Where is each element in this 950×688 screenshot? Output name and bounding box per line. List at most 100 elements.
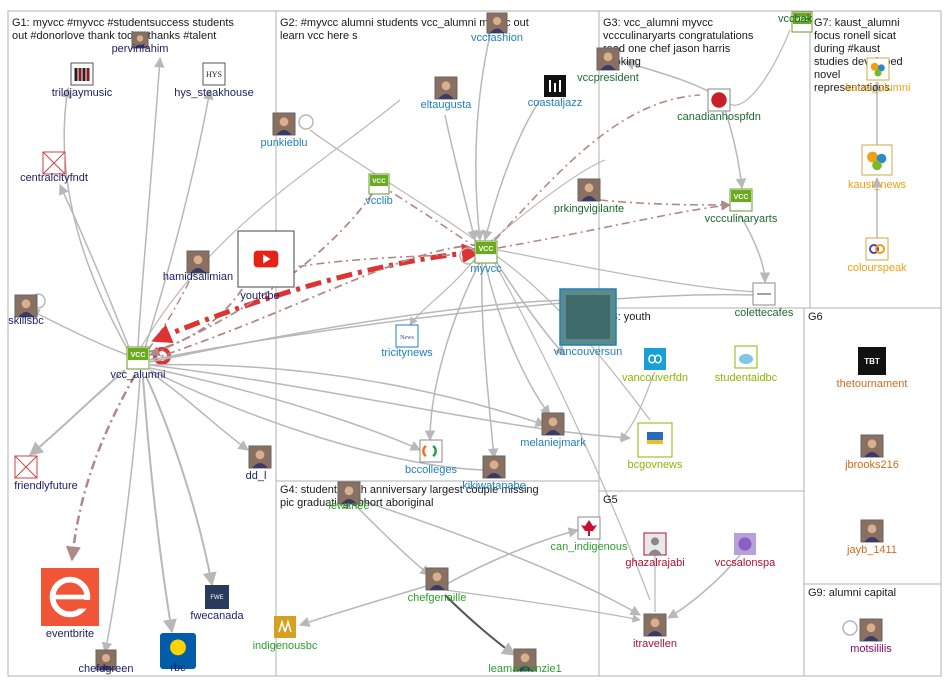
piggy-logo-icon (734, 345, 758, 369)
node-youtube[interactable]: youtube (237, 230, 295, 302)
node-skillsbc[interactable]: skillsbc (8, 294, 44, 327)
profile-photo-icon (425, 567, 449, 591)
ibc-logo-icon (274, 616, 296, 638)
node-chefgenaille[interactable]: chefgenaille (408, 567, 467, 604)
node-label: leamackenzie1 (488, 663, 561, 675)
rbc-logo-icon (160, 633, 196, 669)
node-jbrooks216[interactable]: jbrooks216 (844, 434, 899, 471)
node-label: vccsalonspa (715, 557, 776, 569)
node-bccolleges[interactable]: bccolleges (405, 439, 457, 476)
node-leamackenzie1[interactable]: leamackenzie1 (488, 648, 562, 675)
node-jayb_1411[interactable]: jayb_1411 (846, 519, 897, 556)
node-vccpresident[interactable]: vccpresident (577, 47, 639, 84)
node-centralcityfndt[interactable]: centralcityfndt (20, 151, 88, 184)
node-label: colourspeak (847, 262, 907, 274)
svg-text:VCC: VCC (131, 352, 146, 359)
node-vccfashion[interactable]: vccfashion (471, 12, 523, 44)
node-label: can_indigenous (550, 541, 628, 553)
jazz-logo-icon (544, 75, 566, 97)
tbt-logo-icon: TBT (858, 347, 886, 375)
group-labels: G1: myvcc #myvcc #studentsuccess student… (12, 17, 903, 599)
profile-photo-icon (337, 481, 361, 505)
self-loop (842, 620, 858, 636)
eventbrite-logo-icon (41, 568, 99, 626)
node-colourspeak[interactable]: colourspeak (847, 237, 907, 274)
node-friendlyfuture[interactable]: friendlyfuture (14, 455, 78, 492)
node-label: kikiwatanabe (462, 480, 526, 492)
edge (149, 367, 421, 451)
self-loop (459, 247, 477, 265)
kaust-logo-icon (866, 57, 890, 81)
node-hamidsalimian[interactable]: hamidsalimian (163, 250, 233, 283)
edge (409, 259, 475, 326)
node-colettecafes[interactable]: colettecafes (735, 282, 794, 319)
vcc-logo-icon: VCC (474, 240, 498, 264)
edge (444, 527, 580, 586)
node-canadianhospfdn[interactable]: canadianhospfdn (677, 88, 761, 123)
node-label: skillsbc (8, 315, 44, 327)
node-rbc[interactable]: rbc (160, 633, 196, 674)
edge (493, 261, 651, 601)
edge (739, 214, 771, 284)
edge (424, 261, 481, 442)
profile-photo-icon (860, 434, 884, 458)
node-label: melaniejmark (520, 437, 586, 449)
edge (149, 363, 546, 427)
node-coastaljazz[interactable]: coastaljazz (528, 75, 582, 109)
node-eventbrite[interactable]: eventbrite (41, 568, 99, 640)
node-label: hamidsalimian (163, 271, 233, 283)
node-label: vancouverfdn (622, 372, 688, 384)
node-eltaugusta[interactable]: eltaugusta (421, 76, 473, 111)
node-dd_l[interactable]: dd_l (246, 445, 272, 482)
edge (481, 261, 499, 460)
node-chefdgreen[interactable]: chefdgreen (78, 649, 134, 675)
node-lewanee[interactable]: lewanee (329, 481, 370, 512)
node-indigenousbc[interactable]: indigenousbc (253, 616, 318, 652)
group-label-g2: G2: #myvcc alumni students vcc_alumni my… (280, 17, 529, 42)
node-ghazalrajabi[interactable]: ghazalrajabi (625, 532, 685, 569)
missing-image-icon (14, 455, 38, 479)
node-prkingvigilante[interactable]: prkingvigilante (554, 178, 624, 215)
node-kaust_news[interactable]: kaust_news (848, 144, 907, 191)
node-vccsalonspa[interactable]: vccsalonspa (715, 533, 776, 569)
node-vancouversun[interactable]: vancouversun (554, 288, 623, 358)
edge (139, 99, 401, 350)
edge (489, 159, 606, 243)
node-label: vcclib (365, 195, 393, 207)
profile-photo-icon (248, 445, 272, 469)
node-label: bccolleges (405, 464, 457, 476)
kaust-logo-icon (861, 144, 893, 176)
edge (299, 584, 431, 627)
node-melaniejmark[interactable]: melaniejmark (520, 412, 586, 449)
node-punkieblu[interactable]: punkieblu (260, 112, 308, 149)
node-vancouverfdn[interactable]: vancouverfdn (622, 348, 688, 384)
node-studentaidbc[interactable]: studentaidbc (715, 345, 778, 384)
vcc-logo-icon: VCC (791, 11, 813, 33)
band-photo-icon (70, 62, 94, 86)
node-can_indigenous[interactable]: can_indigenous (550, 516, 628, 553)
node-motsililis[interactable]: motsililis (850, 618, 892, 655)
edge (444, 589, 641, 623)
node-itravellen[interactable]: itravellen (633, 613, 677, 650)
node-pervinfahim[interactable]: pervinfahim (112, 31, 169, 55)
node-kaust_alumni[interactable]: kaust_alumni (846, 57, 911, 94)
profile-photo-icon (95, 649, 117, 671)
node-label: dd_l (246, 470, 267, 482)
node-label: colettecafes (735, 307, 794, 319)
group-label-g9: G9: alumni capital (808, 587, 896, 599)
node-kiki[interactable]: kikiwatanabe (462, 455, 526, 492)
node-trilojaymusic[interactable]: trilojaymusic (52, 62, 113, 99)
node-label: vancouversun (554, 346, 623, 358)
group-boxes (7, 10, 942, 677)
node-label: vccpresident (577, 72, 639, 84)
node-bcgovnews[interactable]: bcgovnews (627, 422, 683, 471)
